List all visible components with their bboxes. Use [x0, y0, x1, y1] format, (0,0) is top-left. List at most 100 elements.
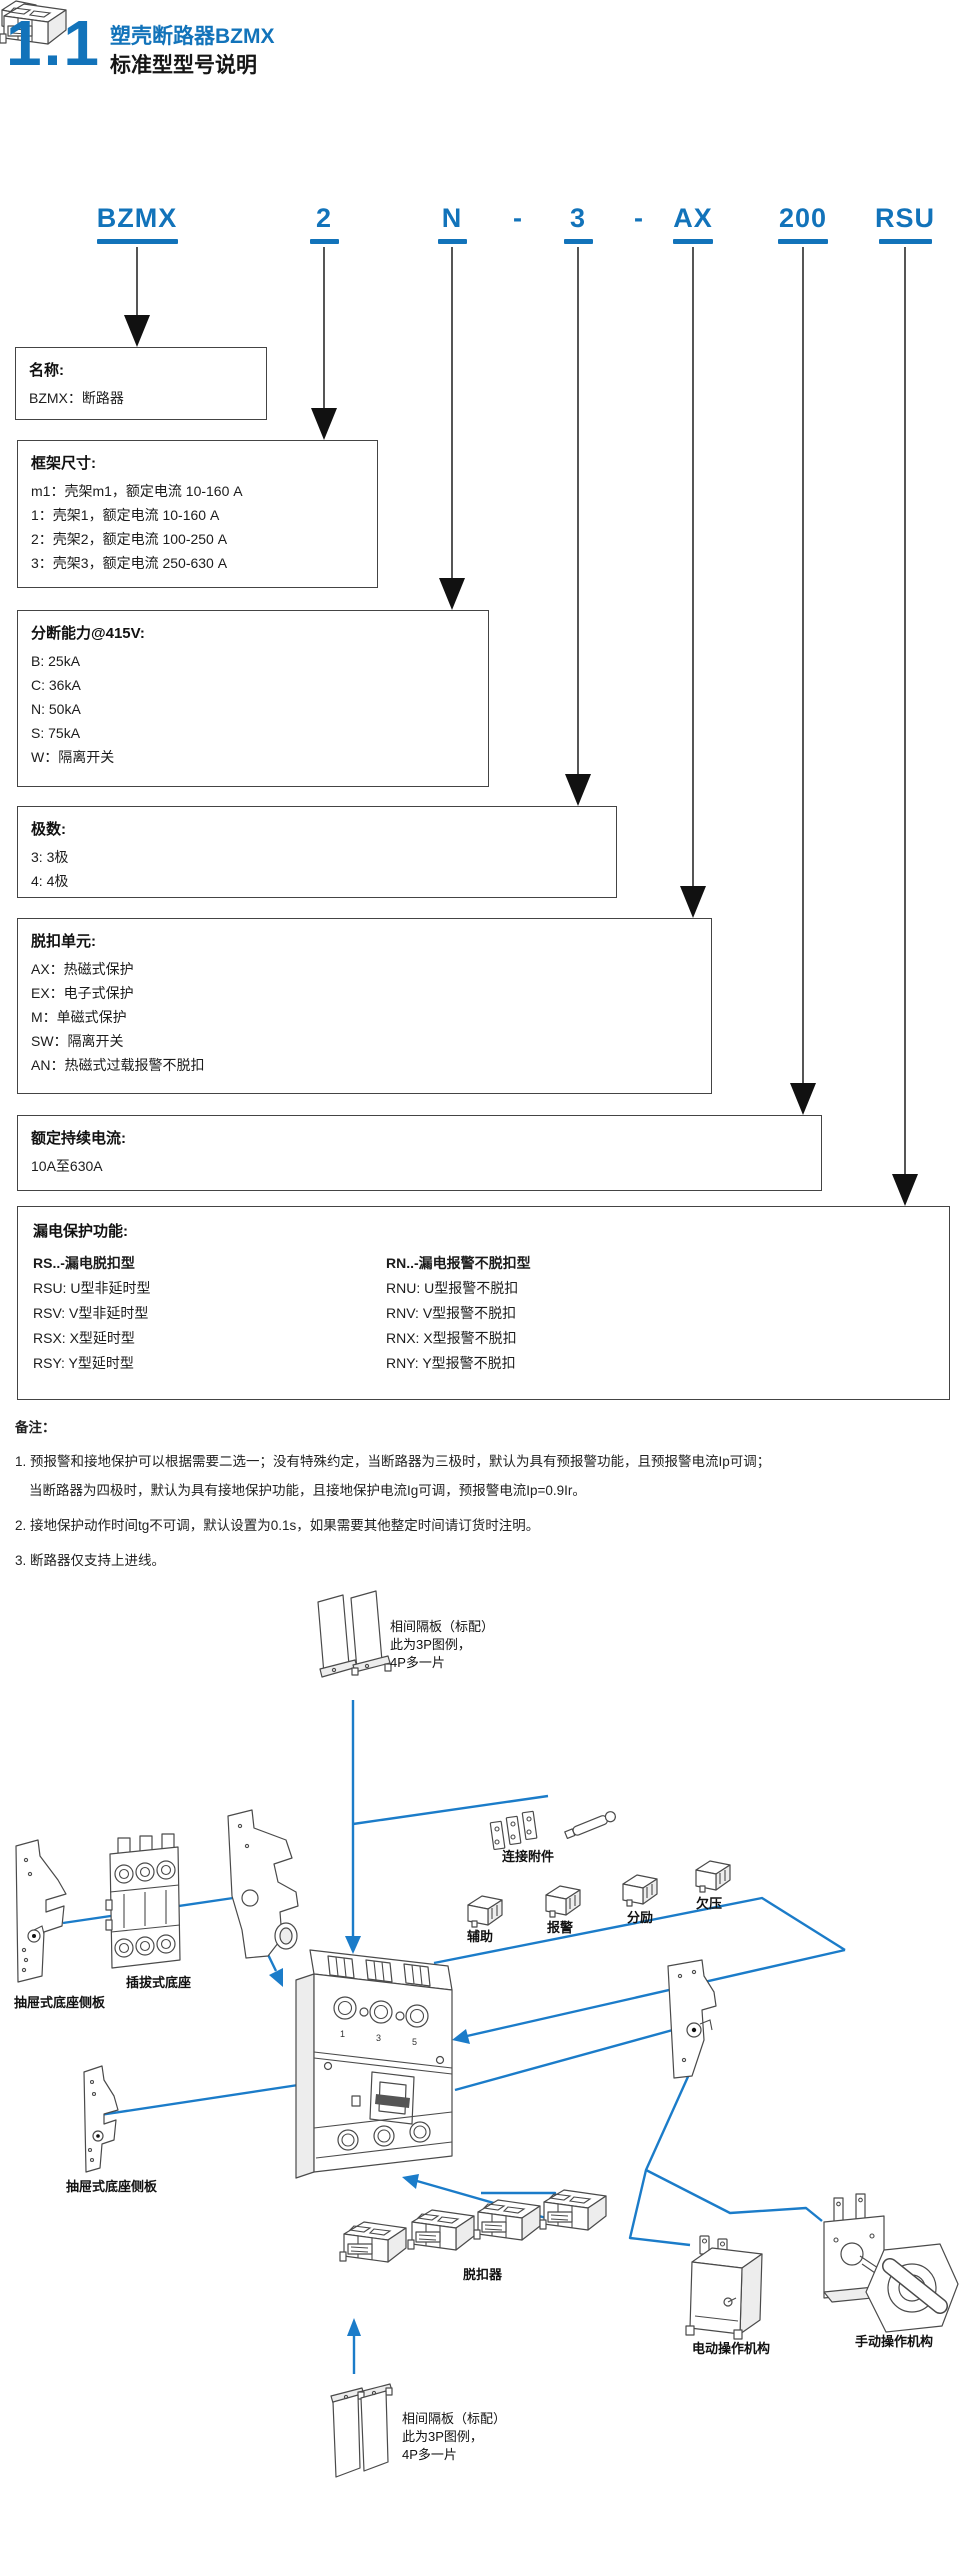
box-residual-left-column: RS..-漏电脱扣型 RSU: U型非延时型 RSV: V型非延时型 RSX: …	[33, 1251, 150, 1376]
box-trip-line: M：单磁式保护	[31, 1009, 127, 1025]
label-drawer-side-plate-lower: 抽屉式底座侧板	[66, 2179, 158, 2194]
model-segment-frame: 2	[315, 203, 333, 233]
box-poles-title: 极数:	[31, 821, 66, 838]
residual-left-line: RSY: Y型延时型	[33, 1355, 134, 1371]
label-connection-accessories: 连接附件	[502, 1849, 555, 1864]
box-name: 名称: BZMX：断路器	[15, 347, 267, 420]
box-trip-title: 脱扣单元:	[31, 933, 96, 950]
exploded-connectors	[62, 1700, 846, 2374]
drawer-side-plate-lower-illustration	[83, 2065, 119, 2173]
box-breaking-line: W：隔离开关	[31, 749, 115, 765]
residual-right-line: RNV: V型报警不脱扣	[386, 1305, 517, 1321]
label-plug-in-base: 插拔式底座	[126, 1975, 192, 1990]
box-current-title: 额定持续电流:	[31, 1130, 126, 1147]
svg-text:5: 5	[412, 2037, 417, 2047]
box-current-line: 10A至630A	[31, 1158, 103, 1174]
label-auxiliary: 辅助	[467, 1929, 494, 1944]
label-manual-operator: 手动操作机构	[855, 2334, 934, 2349]
breaker-illustration: 1 3 5	[295, 1949, 453, 2179]
label-alarm: 报警	[547, 1920, 574, 1935]
separator-bottom-line: 此为3P图例，	[402, 2429, 483, 2444]
svg-text:1: 1	[340, 2029, 345, 2039]
model-dash-2: -	[634, 203, 644, 233]
handle-bracket-illustration	[227, 1809, 299, 1959]
box-residual-protection: 漏电保护功能: RS..-漏电脱扣型 RSU: U型非延时型 RSV: V型非延…	[17, 1206, 950, 1400]
plug-in-base-illustration	[105, 1833, 181, 1969]
box-rated-current: 额定持续电流: 10A至630A	[17, 1115, 822, 1191]
note-item-3: 3. 断路器仅支持上进线。	[15, 1552, 166, 1568]
separator-top-line: 相间隔板（标配）	[390, 1619, 495, 1634]
box-frame-line: 1：壳架1，额定电流 10-160 A	[31, 507, 220, 523]
box-breaking-line: S: 75kA	[31, 725, 81, 741]
model-underline-frame	[310, 239, 339, 244]
box-trip-line: AX：热磁式保护	[31, 961, 134, 977]
residual-right-line: RNX: X型报警不脱扣	[386, 1330, 517, 1346]
residual-right-line: RNU: U型报警不脱扣	[386, 1280, 519, 1296]
model-segment-breaking: N	[441, 203, 463, 233]
model-underline-residual	[879, 239, 932, 244]
model-segment-current: 200	[778, 203, 828, 233]
page-title: 塑壳断路器BZMX	[110, 25, 275, 48]
box-frame-size: 框架尺寸: m1：壳架m1，额定电流 10-160 A 1：壳架1，额定电流 1…	[17, 440, 378, 588]
box-frame-line: 2：壳架2，额定电流 100-250 A	[31, 531, 228, 547]
phase-separator-bottom	[330, 2383, 393, 2478]
label-shunt: 分励	[627, 1910, 654, 1925]
box-breaking-title: 分断能力@415V:	[31, 625, 145, 642]
box-poles-line: 3: 3极	[31, 849, 69, 865]
box-trip-line: AN：热磁式过载报警不脱扣	[31, 1057, 205, 1073]
label-trip-units: 脱扣器	[463, 2267, 503, 2282]
page-subtitle: 标准型型号说明	[110, 54, 257, 77]
model-underline-current	[778, 239, 828, 244]
residual-right-line: RNY: Y型报警不脱扣	[386, 1355, 516, 1371]
label-drawer-side-plate-left: 抽屉式底座侧板	[14, 1995, 106, 2010]
motor-operator-illustration	[685, 2235, 763, 2340]
residual-right-header: RN..-漏电报警不脱扣型	[386, 1255, 531, 1271]
svg-text:3: 3	[376, 2033, 381, 2043]
box-poles-line: 4: 4极	[31, 873, 69, 889]
notes-section: 备注： 1. 预报警和接地保护可以根据需要二选一；没有特殊约定，当断路器为三极时…	[15, 1416, 950, 1578]
model-segment-trip: AX	[673, 203, 713, 233]
separator-bottom-line: 4P多一片	[402, 2447, 457, 2462]
box-residual-right-column: RN..-漏电报警不脱扣型 RNU: U型报警不脱扣 RNV: V型报警不脱扣 …	[386, 1251, 531, 1376]
model-underline-breaking	[438, 239, 467, 244]
note-item-1-continued: 当断路器为四极时，默认为具有接地保护功能，且接地保护电流Ig可调，预报警电流Ip…	[29, 1482, 586, 1498]
drawer-side-plate-left-illustration	[15, 1839, 67, 1983]
note-item-2: 2. 接地保护动作时间tg不可调，默认设置为0.1s，如果需要其他整定时间请订货…	[15, 1517, 540, 1533]
box-poles: 极数: 3: 3极 4: 4极	[17, 806, 617, 898]
manual-operator-illustration	[823, 2193, 959, 2333]
label-motor-operator: 电动操作机构	[692, 2341, 771, 2356]
label-phase-separator-bottom: 相间隔板（标配） 此为3P图例， 4P多一片	[402, 2410, 506, 2464]
residual-left-line: RSV: V型非延时型	[33, 1305, 149, 1321]
box-name-line: BZMX：断路器	[29, 390, 124, 406]
box-breaking-line: N: 50kA	[31, 701, 81, 717]
note-item-1: 1. 预报警和接地保护可以根据需要二选一；没有特殊约定，当断路器为三极时，默认为…	[15, 1454, 771, 1469]
separator-bottom-line: 相间隔板（标配）	[402, 2411, 507, 2426]
box-frame-title: 框架尺寸:	[31, 455, 96, 472]
box-breaking-line: B: 25kA	[31, 653, 81, 669]
box-trip-line: EX：电子式保护	[31, 985, 134, 1001]
box-trip-unit: 脱扣单元: AX：热磁式保护 EX：电子式保护 M：单磁式保护 SW：隔离开关 …	[17, 918, 712, 1094]
right-bracket-illustration	[667, 1959, 717, 2079]
connection-accessories-illustration	[489, 1810, 616, 1851]
box-name-title: 名称:	[29, 362, 64, 379]
residual-left-line: RSU: U型非延时型	[33, 1280, 151, 1296]
model-segment-residual: RSU	[874, 203, 935, 233]
model-segment-poles: 3	[569, 203, 587, 233]
separator-top-line: 4P多一片	[390, 1655, 445, 1670]
box-trip-line: SW：隔离开关	[31, 1033, 124, 1049]
model-underline-trip	[673, 239, 713, 244]
box-frame-line: m1：壳架m1，额定电流 10-160 A	[31, 483, 243, 499]
model-segment-series: BZMX	[96, 203, 178, 233]
section-number: 1.1	[6, 7, 101, 79]
residual-left-header: RS..-漏电脱扣型	[33, 1255, 135, 1271]
label-undervoltage: 欠压	[696, 1896, 723, 1911]
notes-heading: 备注：	[15, 1420, 56, 1435]
box-breaking-line: C: 36kA	[31, 677, 81, 693]
box-frame-line: 3：壳架3，额定电流 250-630 A	[31, 555, 228, 571]
label-phase-separator-top: 相间隔板（标配） 此为3P图例， 4P多一片	[390, 1618, 494, 1672]
box-residual-title: 漏电保护功能:	[33, 1223, 128, 1240]
model-dash-1: -	[513, 203, 523, 233]
model-underline-poles	[564, 239, 593, 244]
residual-left-line: RSX: X型延时型	[33, 1330, 135, 1346]
